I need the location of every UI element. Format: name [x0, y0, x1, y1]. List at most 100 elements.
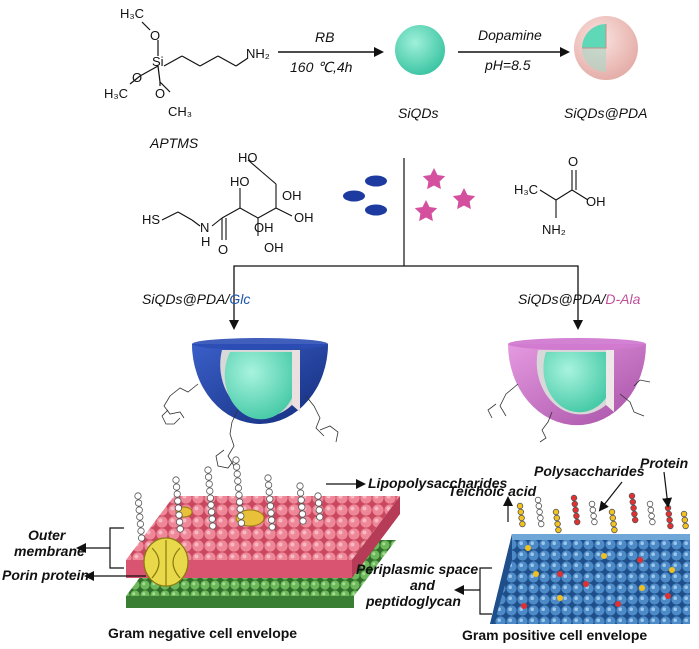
chain-bead — [268, 523, 276, 531]
chain-bead — [298, 503, 306, 511]
step1-reagent: RB — [315, 29, 334, 45]
chain-bead — [608, 508, 616, 516]
chain-bead — [297, 496, 305, 504]
chain-bead — [209, 522, 217, 530]
chain-bead — [235, 491, 243, 499]
chain-bead — [296, 482, 304, 490]
chain-bead — [266, 502, 274, 510]
chain-bead — [516, 502, 524, 510]
outer-membrane-label-2: membrane — [14, 543, 85, 559]
periplasm-label-2: and — [410, 577, 435, 593]
glc-ho2: HO — [238, 150, 258, 165]
chain-bead — [534, 496, 542, 504]
chain-bead — [649, 518, 656, 526]
gram-positive-surface-chains — [516, 492, 689, 534]
chain-bead — [517, 508, 524, 516]
chain-bead — [611, 526, 618, 534]
ala-oh: OH — [586, 194, 606, 209]
glucose-ligand-structure — [161, 159, 293, 240]
glc-hs: HS — [142, 212, 160, 227]
chain-bead — [537, 514, 544, 522]
aptms-h3c-left: H₃C — [104, 86, 128, 101]
glc-surface-ligands — [161, 383, 339, 469]
chain-bead — [664, 504, 672, 512]
gram-negative-annotations — [76, 479, 366, 581]
chain-bead — [574, 518, 581, 526]
glc-oh4: OH — [282, 188, 302, 203]
chain-bead — [591, 518, 598, 526]
chain-bead — [138, 534, 146, 542]
step1-condition: 160 ℃,4h — [290, 59, 353, 75]
chain-bead — [590, 512, 597, 520]
chain-bead — [316, 513, 324, 521]
chain-bead — [628, 492, 636, 500]
gram-positive-caption: Gram positive cell envelope — [462, 627, 647, 643]
polysaccharides-label: Polysaccharides — [534, 463, 645, 479]
lipopolysaccharide-chains — [134, 456, 324, 542]
glc-h: H — [201, 234, 210, 249]
chain-bead — [173, 490, 181, 498]
chain-bead — [204, 466, 212, 474]
gram-positive-annotations — [454, 471, 673, 615]
aptms-o2: O — [132, 70, 142, 85]
chain-bead — [174, 504, 182, 512]
chain-bead — [233, 470, 241, 478]
chain-bead — [174, 497, 182, 505]
chain-bead — [667, 522, 674, 530]
chain-bead — [572, 506, 579, 514]
glucose-symbols — [343, 175, 387, 216]
chain-bead — [296, 489, 305, 497]
chain-bead — [267, 516, 276, 524]
lps-label: Lipopolysaccharides — [368, 475, 507, 491]
chain-bead — [315, 506, 323, 514]
protein-label: Protein — [640, 455, 688, 471]
outer-membrane-label-1: Outer — [28, 527, 67, 543]
periplasm-label-3: peptidoglycan — [365, 593, 461, 609]
porin-protein — [143, 537, 189, 587]
aptms-si: Si — [152, 54, 164, 69]
chain-bead — [571, 500, 578, 508]
chain-bead — [206, 487, 214, 495]
chain-bead — [135, 499, 143, 507]
siqd-pda-particle — [574, 16, 638, 80]
teichoic-label: Teichoic acid — [448, 483, 537, 499]
chain-bead — [609, 514, 616, 522]
ala-o: O — [568, 154, 578, 169]
chain-bead — [632, 516, 639, 524]
chain-bead — [206, 494, 214, 502]
chain-bead — [264, 481, 273, 489]
periplasm-label-1: Periplasmic space — [356, 561, 478, 577]
chain-bead — [589, 506, 596, 514]
siqd-particle — [395, 25, 445, 75]
alanine-structure — [539, 170, 589, 218]
chain-bead — [552, 508, 560, 516]
right-branch-label: SiQDs@PDA/D-Ala — [518, 291, 641, 307]
chain-bead — [175, 511, 183, 519]
glc-ho1: HO — [230, 174, 250, 189]
glc-functionalized-hemisphere — [192, 338, 328, 424]
step2-reagent: Dopamine — [478, 27, 542, 43]
chain-bead — [208, 515, 216, 523]
aptms-h3c-top: H₃C — [120, 6, 144, 21]
chain-bead — [232, 456, 240, 464]
chain-bead — [554, 520, 561, 528]
branch-arrows — [229, 265, 583, 330]
chain-bead — [234, 484, 242, 492]
chain-bead — [682, 522, 689, 530]
chain-bead — [205, 480, 213, 488]
glc-o: O — [218, 242, 228, 257]
aptms-nh2: NH₂ — [246, 46, 270, 61]
step2-condition: pH=8.5 — [484, 57, 531, 73]
reactant-label: APTMS — [149, 135, 199, 151]
chain-bead — [233, 463, 241, 471]
chain-bead — [237, 512, 245, 520]
chain-bead — [553, 514, 560, 522]
chain-bead — [172, 476, 180, 484]
gram-positive-envelope — [490, 534, 690, 624]
chain-bead — [680, 510, 688, 518]
chain-bead — [535, 502, 542, 510]
chain-bead — [176, 518, 184, 526]
alanine-symbols — [414, 168, 476, 222]
chain-bead — [136, 520, 144, 528]
